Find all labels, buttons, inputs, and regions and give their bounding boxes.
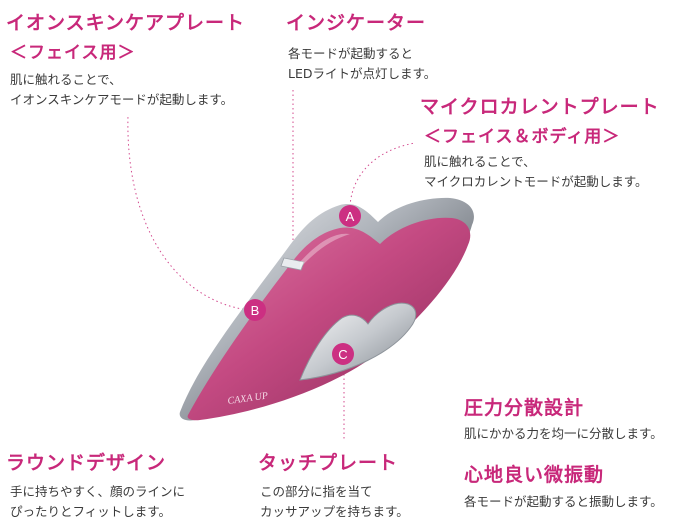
microcurrent-title: マイクロカレントプレート: [420, 96, 660, 118]
vibration-title: 心地良い微振動: [464, 464, 605, 486]
round-design-desc-1: 手に持ちやすく、顔のラインに: [10, 484, 186, 499]
callout-line-b: [127, 114, 249, 311]
marker-b-label: B: [250, 302, 260, 318]
round-design-title: ラウンドデザイン: [6, 452, 167, 474]
touch-plate-title: タッチプレート: [258, 452, 399, 474]
pressure-title: 圧力分散設計: [464, 397, 585, 419]
touch-plate-desc-1: この部分に指を当て: [260, 484, 373, 499]
marker-c: C: [332, 343, 354, 365]
pink-body: [187, 217, 471, 421]
vibration-desc-1: 各モードが起動すると振動します。: [464, 494, 663, 509]
indicator-title: インジケーター: [286, 12, 427, 34]
indicator-band: [280, 257, 305, 271]
microcurrent-subtitle: ＜フェイス＆ボディ用＞: [424, 127, 621, 147]
ion-skincare-desc-2: イオンスキンケアモードが起動します。: [10, 92, 234, 107]
device-body: [179, 197, 474, 421]
marker-a: A: [339, 205, 361, 227]
marker-b: B: [244, 299, 266, 321]
touch-plate-desc-2: カッサアップを持ちます。: [260, 504, 409, 519]
ion-skincare-subtitle: ＜フェイス用＞: [10, 43, 136, 63]
marker-a-label: A: [345, 208, 355, 224]
microcurrent-desc-1: 肌に触れることで、: [424, 154, 536, 169]
marker-c-label: C: [338, 346, 348, 362]
round-design-desc-2: ぴったりとフィットします。: [10, 504, 172, 519]
indicator-desc-2: LEDライトが点灯します。: [288, 66, 437, 81]
touch-plate: [299, 302, 417, 381]
microcurrent-desc-2: マイクロカレントモードが起動します。: [424, 174, 648, 189]
ion-skincare-title: イオンスキンケアプレート: [6, 12, 246, 34]
indicator-desc-1: 各モードが起動すると: [288, 46, 414, 61]
callout-line-a: [349, 142, 416, 207]
callout-lines: [127, 90, 416, 440]
ion-skincare-desc-1: 肌に触れることで、: [10, 72, 122, 87]
pressure-desc-1: 肌にかかる力を均一に分散します。: [464, 426, 663, 441]
